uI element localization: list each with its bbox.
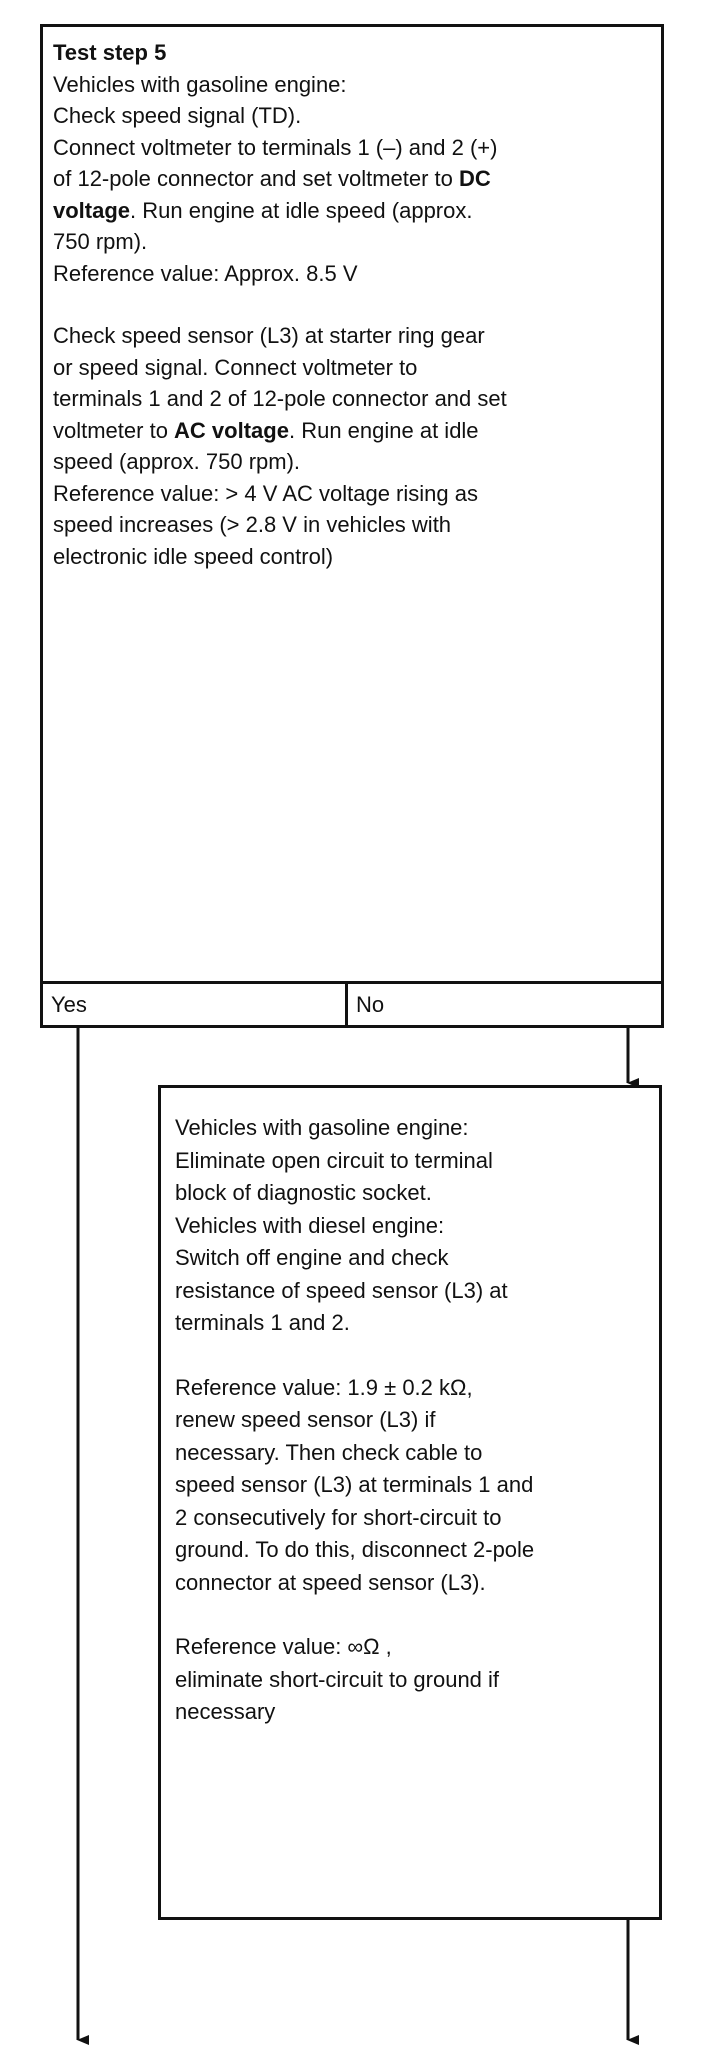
text-line: speed (approx. 750 rpm). — [53, 449, 301, 474]
no-branch-text: Vehicles with gasoline engine: Eliminate… — [175, 1112, 651, 1729]
text-line: or speed signal. Connect voltmeter to — [53, 354, 418, 380]
text-line: Check speed sensor (L3) at starter ring … — [53, 323, 485, 348]
text-line: resistance of speed sensor (L3) at — [175, 1277, 508, 1303]
yes-label: Yes — [43, 984, 348, 1025]
text-line: connector at speed sensor (L3). — [175, 1569, 486, 1595]
text-line: speed sensor (L3) at terminals 1 and — [175, 1472, 534, 1497]
test-step-box: Test step 5 Vehicles with gasoline engin… — [40, 24, 664, 984]
text-line: terminals 1 and 2. — [175, 1310, 350, 1335]
text-line: block of diagnostic socket. — [175, 1180, 432, 1205]
text-line: 2 consecutively for short-circuit to — [175, 1504, 502, 1530]
text-line: necessary — [175, 1699, 276, 1724]
text-line: ground. To do this, disconnect 2-pole — [175, 1537, 535, 1562]
text-line: renew speed sensor (L3) if — [175, 1407, 436, 1432]
reference-value: Reference value: Approx. 8.5 V — [53, 260, 358, 286]
no-label: No — [356, 992, 385, 1017]
text-line: Eliminate open circuit to terminal — [175, 1147, 493, 1173]
test-step-text: Test step 5 Vehicles with gasoline engin… — [53, 37, 653, 572]
text-line: terminals 1 and 2 of 12-pole connector a… — [53, 386, 507, 411]
text-line: voltage. Run engine at idle speed (appro… — [53, 197, 473, 223]
text-line: eliminate short-circuit to ground if — [175, 1666, 500, 1692]
text-line: Vehicles with gasoline engine: — [175, 1115, 469, 1140]
text-line: Connect voltmeter to terminals 1 (–) and… — [53, 134, 498, 160]
text-line: necessary. Then check cable to — [175, 1439, 483, 1465]
text-line: 750 rpm). — [53, 229, 148, 254]
test-step-title: Test step 5 — [53, 40, 167, 65]
text-line: speed increases (> 2.8 V in vehicles wit… — [53, 512, 452, 537]
text-line: Check speed signal (TD). — [53, 103, 302, 128]
reference-value: Reference value: ∞Ω , — [175, 1634, 392, 1659]
reference-value: Reference value: 1.9 ± 0.2 kΩ, — [175, 1374, 473, 1400]
text-line: Switch off engine and check — [175, 1245, 449, 1270]
answer-row: Yes No — [40, 981, 664, 1028]
text-line: Vehicles with gasoline engine: — [53, 71, 347, 97]
text-line: voltmeter to AC voltage. Run engine at i… — [53, 417, 479, 443]
text-line: Vehicles with diesel engine: — [175, 1212, 445, 1238]
reference-value: Reference value: > 4 V AC voltage rising… — [53, 480, 478, 506]
no-branch-box: Vehicles with gasoline engine: Eliminate… — [158, 1085, 662, 1920]
text-line: electronic idle speed control) — [53, 543, 334, 569]
text-line: of 12-pole connector and set voltmeter t… — [53, 166, 491, 191]
